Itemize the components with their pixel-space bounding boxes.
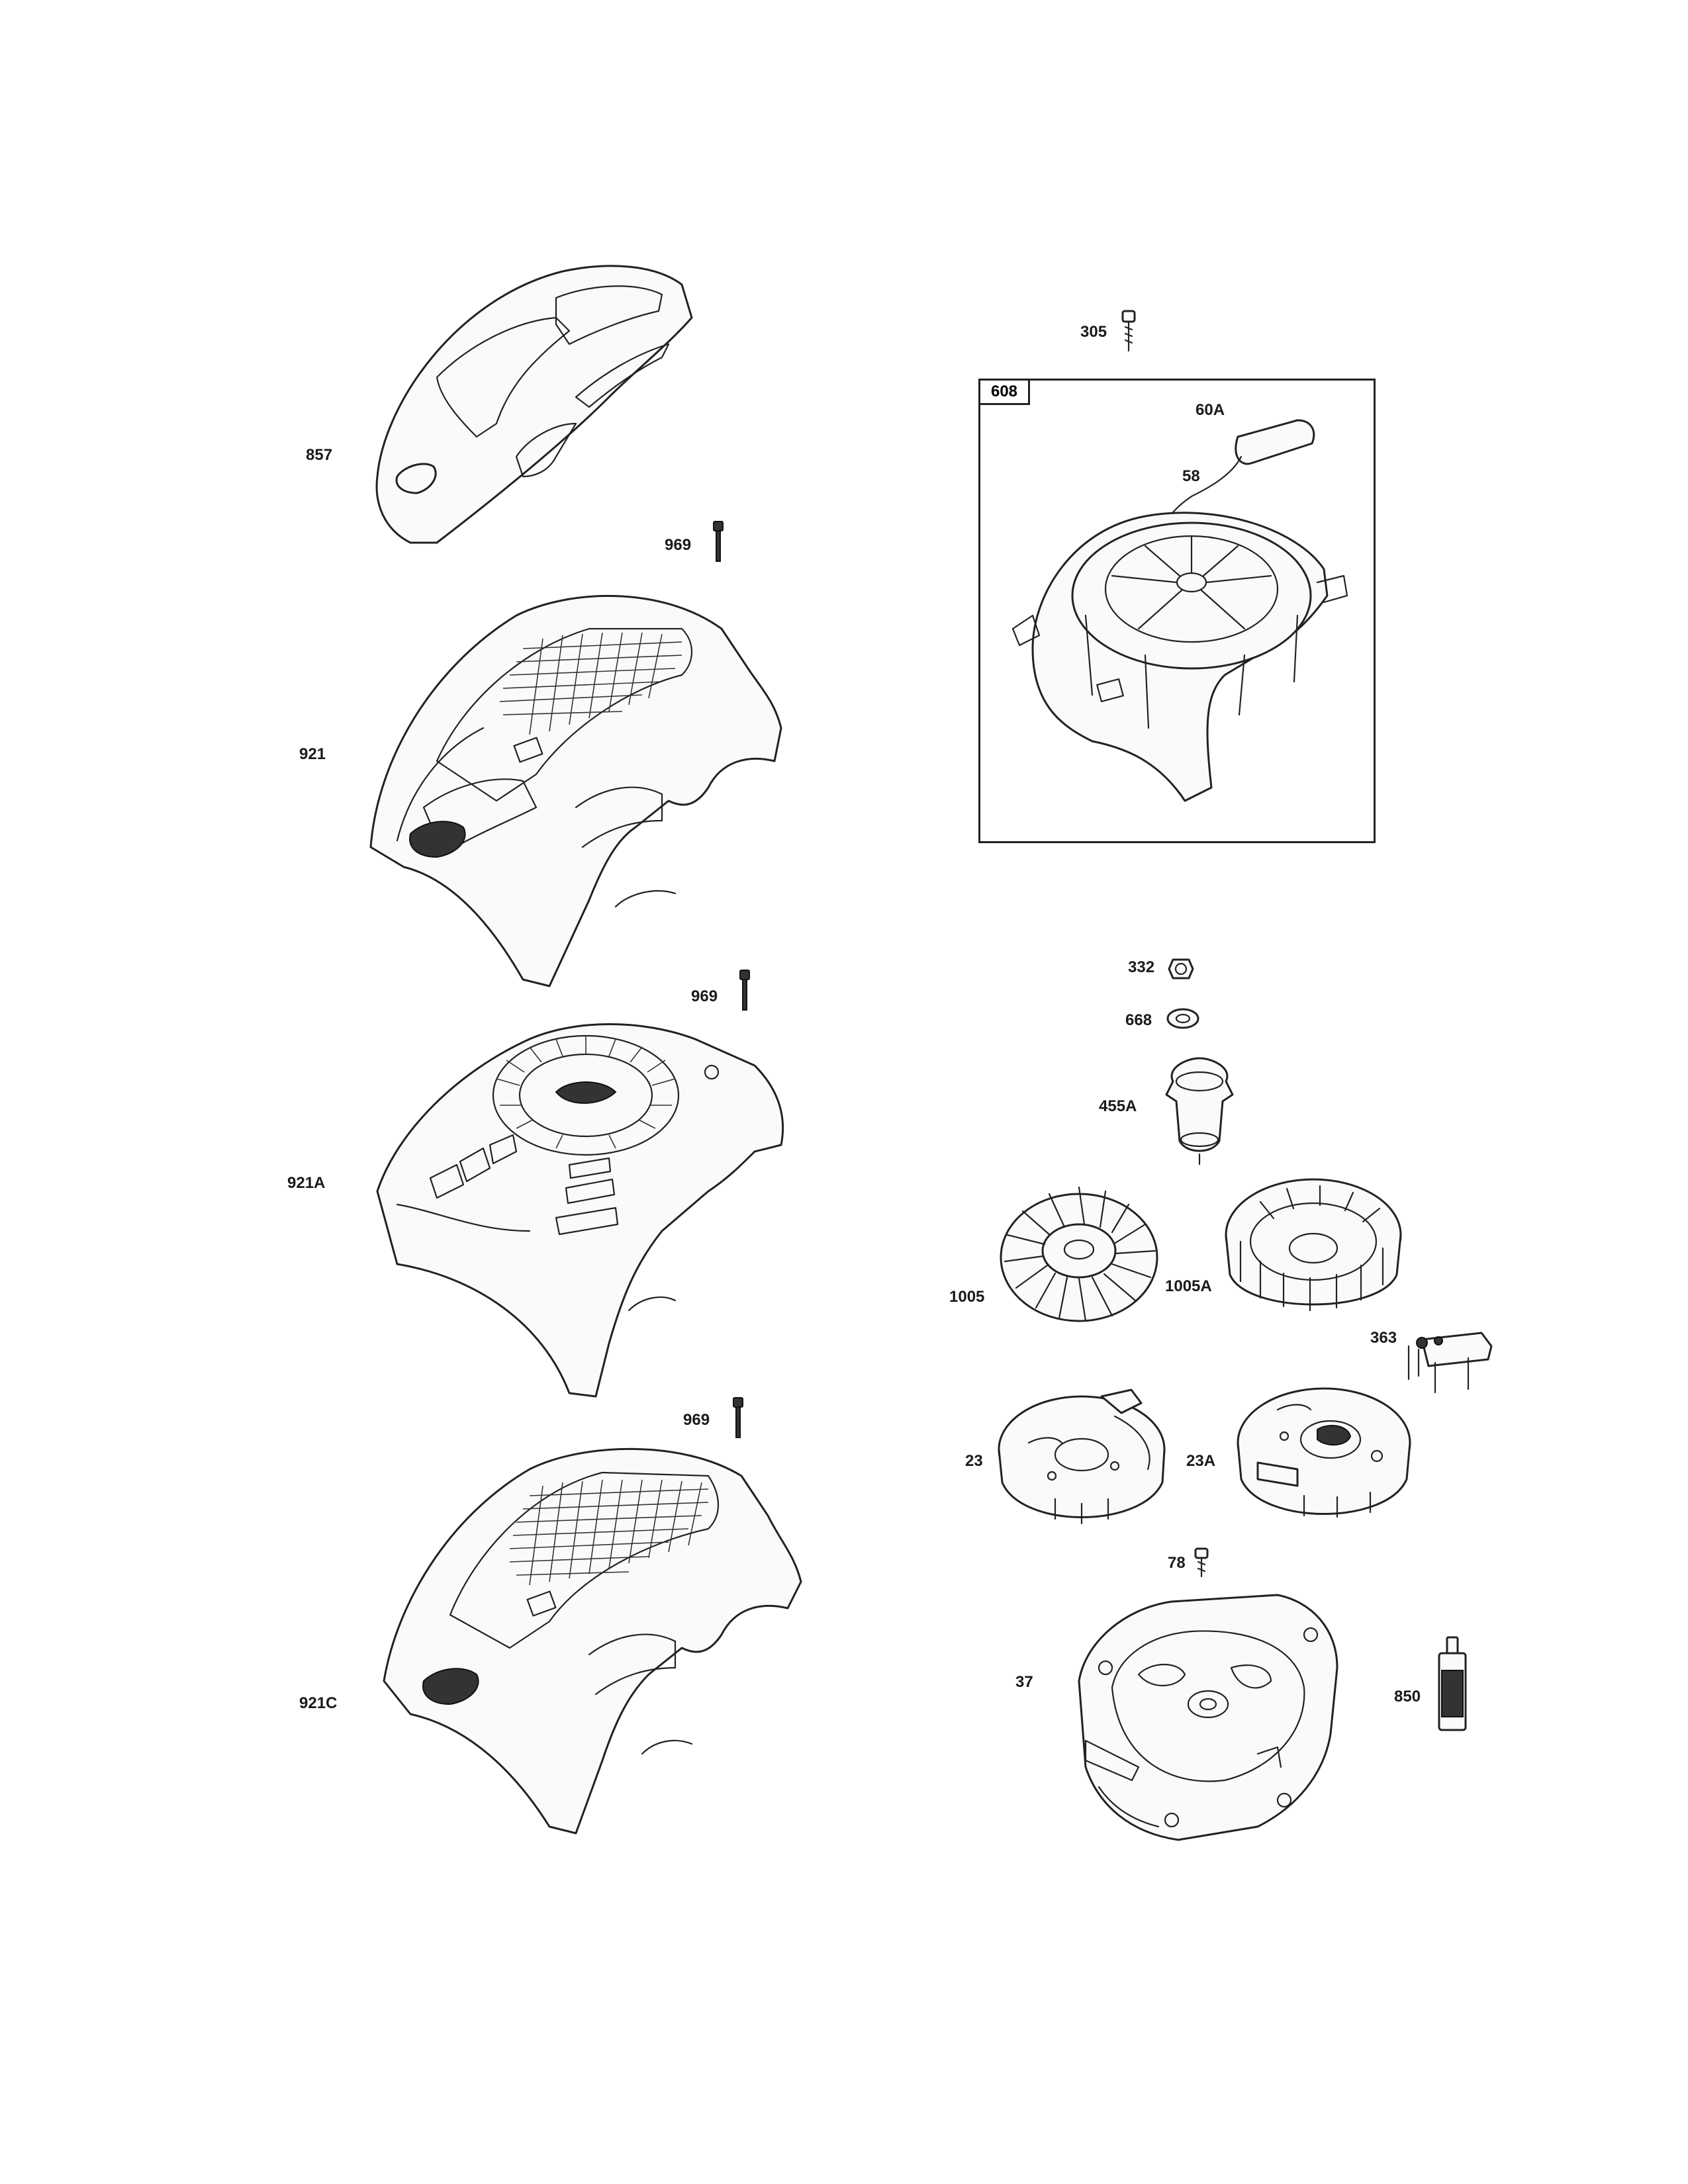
part-850-tube-icon [1436, 1636, 1468, 1731]
label-1005: 1005 [949, 1288, 985, 1306]
label-455A: 455A [1099, 1097, 1137, 1115]
label-921A: 921A [287, 1174, 326, 1192]
screw-78-icon [1194, 1547, 1209, 1578]
label-23: 23 [965, 1452, 983, 1470]
label-60A: 60A [1196, 401, 1225, 419]
screw-969-b-icon [739, 970, 751, 1011]
part-857-bezel-drawing [357, 258, 702, 549]
part-1005A-flywheel-fan-drawing [1214, 1169, 1406, 1334]
part-37-housing-drawing [1059, 1588, 1350, 1846]
part-608-rewind-starter-drawing [993, 417, 1364, 827]
label-921C: 921C [299, 1694, 338, 1712]
label-969-b: 969 [691, 987, 718, 1005]
screw-969-a-icon [712, 521, 724, 563]
washer-668-icon [1166, 1007, 1199, 1030]
label-969-a: 969 [665, 536, 692, 554]
label-363: 363 [1370, 1329, 1397, 1347]
part-1005-flywheel-fan-drawing [986, 1178, 1165, 1337]
kit-608-box [978, 379, 1376, 843]
part-363-bracket-drawing [1402, 1326, 1495, 1406]
label-969-c: 969 [683, 1411, 710, 1429]
part-921A-blower-housing-drawing [357, 1013, 794, 1398]
part-23A-flywheel-drawing [1225, 1377, 1423, 1535]
label-58: 58 [1182, 467, 1200, 485]
part-455A-starter-cup-drawing [1160, 1055, 1239, 1167]
label-668: 668 [1125, 1011, 1152, 1029]
label-305: 305 [1080, 323, 1107, 341]
part-921-blower-housing-drawing [351, 589, 801, 987]
part-23-flywheel-drawing [989, 1383, 1181, 1535]
label-23A: 23A [1186, 1452, 1216, 1470]
screw-969-c-icon [732, 1397, 744, 1439]
screw-305-icon [1121, 310, 1136, 352]
label-608: 608 [978, 379, 1030, 405]
part-921C-blower-housing-drawing [364, 1443, 814, 1835]
label-37: 37 [1015, 1673, 1033, 1691]
label-1005A: 1005A [1165, 1277, 1212, 1295]
label-78: 78 [1168, 1554, 1186, 1572]
label-857: 857 [306, 446, 333, 464]
nut-332-icon [1168, 956, 1194, 982]
label-332: 332 [1128, 958, 1155, 976]
label-850: 850 [1394, 1688, 1421, 1706]
label-921: 921 [299, 745, 326, 763]
